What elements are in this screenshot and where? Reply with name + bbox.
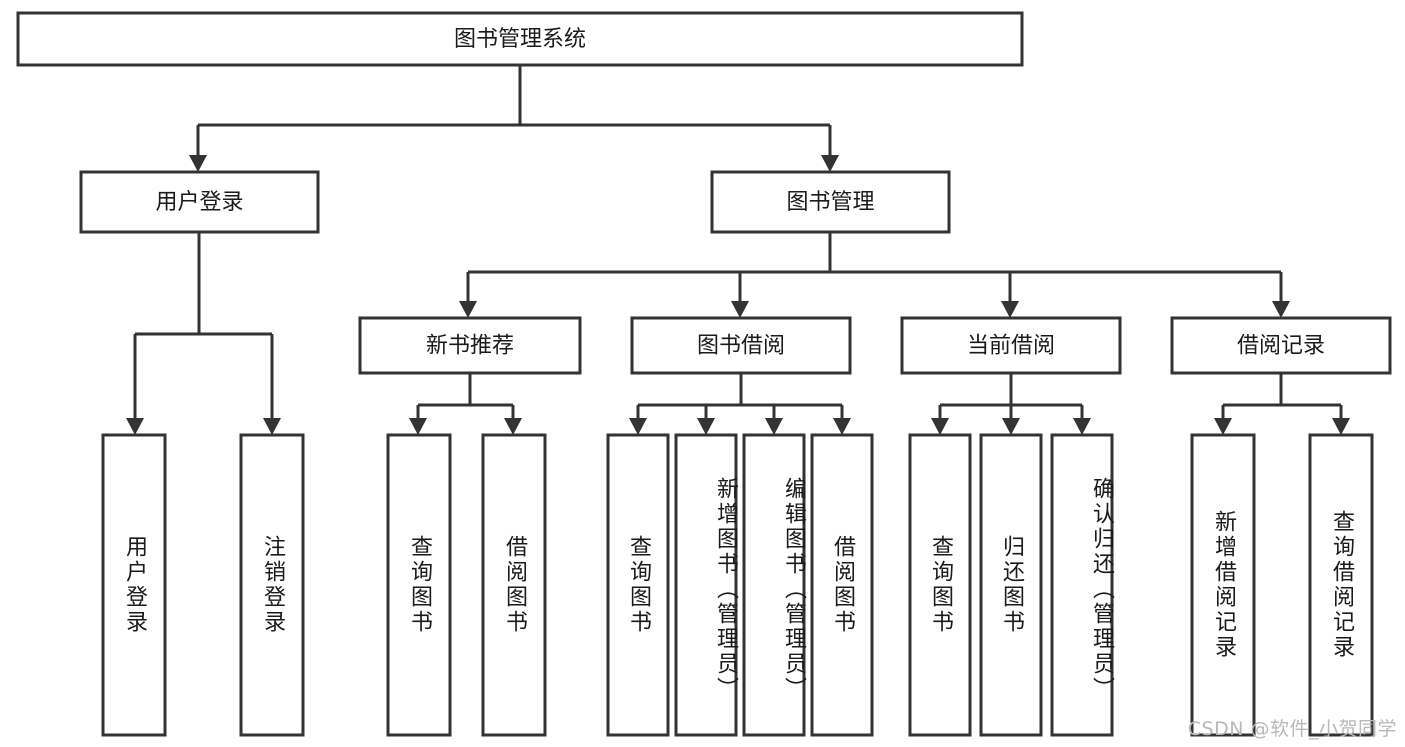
book-borrow-branch-3-head [833, 418, 851, 435]
user-login-branch-0-head [126, 418, 144, 435]
node-leaf-add-record[interactable] [1190, 433, 1256, 737]
node-leaf-borrow-book-1-box[interactable] [481, 433, 547, 737]
node-leaf-user-login-box[interactable] [101, 433, 167, 737]
book-borrow-branch-2-head [765, 418, 783, 435]
node-root[interactable]: 图书管理系统 [16, 11, 1024, 67]
node-borrow-record-label: 借阅记录 [1237, 334, 1325, 359]
node-leaf-query-book-3[interactable] [908, 433, 972, 737]
current-borrow-branch-1-head [1002, 418, 1020, 435]
node-leaf-query-record-box[interactable] [1308, 433, 1374, 737]
node-user-login[interactable]: 用户登录 [79, 170, 320, 234]
node-leaf-query-book-1-box[interactable] [386, 433, 452, 737]
node-user-login-box[interactable] [79, 170, 320, 234]
current-borrow-branch-2-head [1073, 418, 1091, 435]
node-leaf-user-login[interactable] [101, 433, 167, 737]
node-current-borrow-box[interactable] [900, 316, 1122, 375]
node-book-manage[interactable]: 图书管理 [710, 170, 951, 234]
borrow-record-branch-0-head [1214, 418, 1232, 435]
book-manage-branch-1-head [731, 301, 749, 318]
node-book-borrow-label: 图书借阅 [697, 334, 785, 359]
node-leaf-query-book-2[interactable] [606, 433, 670, 737]
current-borrow-branch-0-head [931, 418, 949, 435]
node-borrow-record[interactable]: 借阅记录 [1170, 316, 1392, 375]
node-leaf-borrow-book-1[interactable] [481, 433, 547, 737]
node-borrow-record-box[interactable] [1170, 316, 1392, 375]
node-leaf-logout-box[interactable] [239, 433, 305, 737]
node-leaf-borrow-book-2-box[interactable] [810, 433, 874, 737]
user-login-branch-1-head [263, 418, 281, 435]
node-leaf-logout[interactable] [239, 433, 305, 737]
book-manage-branch-0-head [459, 301, 477, 318]
root-branch-1-head [821, 155, 839, 172]
node-root-label: 图书管理系统 [454, 27, 586, 52]
node-current-borrow[interactable]: 当前借阅 [900, 316, 1122, 375]
book-manage-branch-2-head [1001, 301, 1019, 318]
node-leaf-add-book[interactable] [674, 433, 738, 737]
node-root-box[interactable] [16, 11, 1024, 67]
node-leaf-add-book-box[interactable] [674, 433, 738, 737]
node-leaf-confirm-return-box[interactable] [1050, 433, 1114, 737]
node-leaf-return-book-box[interactable] [979, 433, 1043, 737]
node-new-book-rec-label: 新书推荐 [426, 334, 514, 359]
node-book-manage-label: 图书管理 [786, 190, 874, 215]
node-book-borrow[interactable]: 图书借阅 [630, 316, 852, 375]
book-borrow-branch-0-head [629, 418, 647, 435]
node-leaf-query-book-1[interactable] [386, 433, 452, 737]
node-leaf-return-book[interactable] [979, 433, 1043, 737]
node-new-book-rec[interactable]: 新书推荐 [358, 316, 582, 375]
book-manage-branch-3-head [1272, 301, 1290, 318]
node-current-borrow-label: 当前借阅 [967, 334, 1055, 359]
node-book-manage-box[interactable] [710, 170, 951, 234]
node-leaf-edit-book[interactable] [742, 433, 806, 737]
new-book-rec-branch-0-head [409, 418, 427, 435]
node-leaf-query-book-2-box[interactable] [606, 433, 670, 737]
book-borrow-branch-1-head [697, 418, 715, 435]
node-leaf-add-record-box[interactable] [1190, 433, 1256, 737]
node-new-book-rec-box[interactable] [358, 316, 582, 375]
new-book-rec-branch-1-head [504, 418, 522, 435]
node-book-borrow-box[interactable] [630, 316, 852, 375]
node-leaf-edit-book-box[interactable] [742, 433, 806, 737]
node-user-login-label: 用户登录 [155, 190, 243, 215]
borrow-record-branch-1-head [1332, 418, 1350, 435]
node-leaf-query-book-3-box[interactable] [908, 433, 972, 737]
root-branch-0-head [189, 155, 207, 172]
node-leaf-borrow-book-2[interactable] [810, 433, 874, 737]
watermark-text: CSDN @软件_小贺同学 [1187, 718, 1397, 740]
node-leaf-confirm-return[interactable] [1050, 433, 1114, 737]
node-leaf-query-record[interactable] [1308, 433, 1374, 737]
